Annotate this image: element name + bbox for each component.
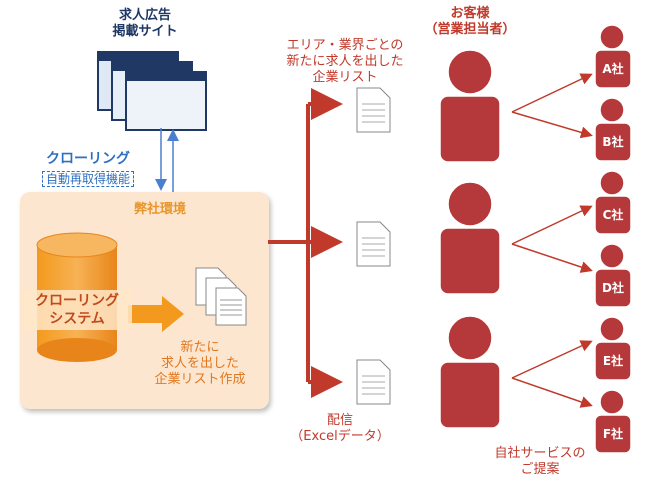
salesperson-figure-icon xyxy=(439,181,501,295)
list-caption: エリア・業界ごとの 新たに求人を出した 企業リスト xyxy=(286,38,404,85)
job-site-label: 求人広告 掲載サイト xyxy=(112,8,178,39)
document-icon xyxy=(356,87,391,133)
document-icon xyxy=(356,359,391,405)
client-label-d: D社 xyxy=(602,281,624,295)
client-label-e: E社 xyxy=(602,354,624,368)
client-label-f: F社 xyxy=(602,427,624,441)
proposal-arrows xyxy=(511,73,593,408)
crawling-label: クローリング 自動再取得機能 xyxy=(18,148,158,187)
client-label-b: B社 xyxy=(602,135,624,149)
proposal-label: 自社サービスの ご提案 xyxy=(494,446,586,477)
browser-window-icon xyxy=(97,51,207,131)
list-creation-label: 新たに 求人を出した 企業リスト作成 xyxy=(154,340,246,387)
client-label-a: A社 xyxy=(602,62,624,76)
document-icon xyxy=(356,221,391,267)
distribution-arrows xyxy=(268,88,343,398)
client-figures xyxy=(594,24,632,454)
customer-label: お客様 （営業担当者） xyxy=(424,6,516,37)
crawling-system-label: クローリング システム xyxy=(22,290,132,330)
company-environment-title: 弊社環境 xyxy=(133,202,186,217)
crawling-title: クローリング xyxy=(46,151,130,167)
salesperson-figure-icon xyxy=(439,49,501,163)
delivery-label: 配信 （Excelデータ） xyxy=(290,413,390,444)
stacked-documents-icon xyxy=(195,267,247,326)
client-label-c: C社 xyxy=(602,208,624,222)
crawling-subtitle: 自動再取得機能 xyxy=(41,171,134,187)
process-arrow-icon xyxy=(128,296,184,332)
salesperson-figure-icon xyxy=(439,315,501,429)
